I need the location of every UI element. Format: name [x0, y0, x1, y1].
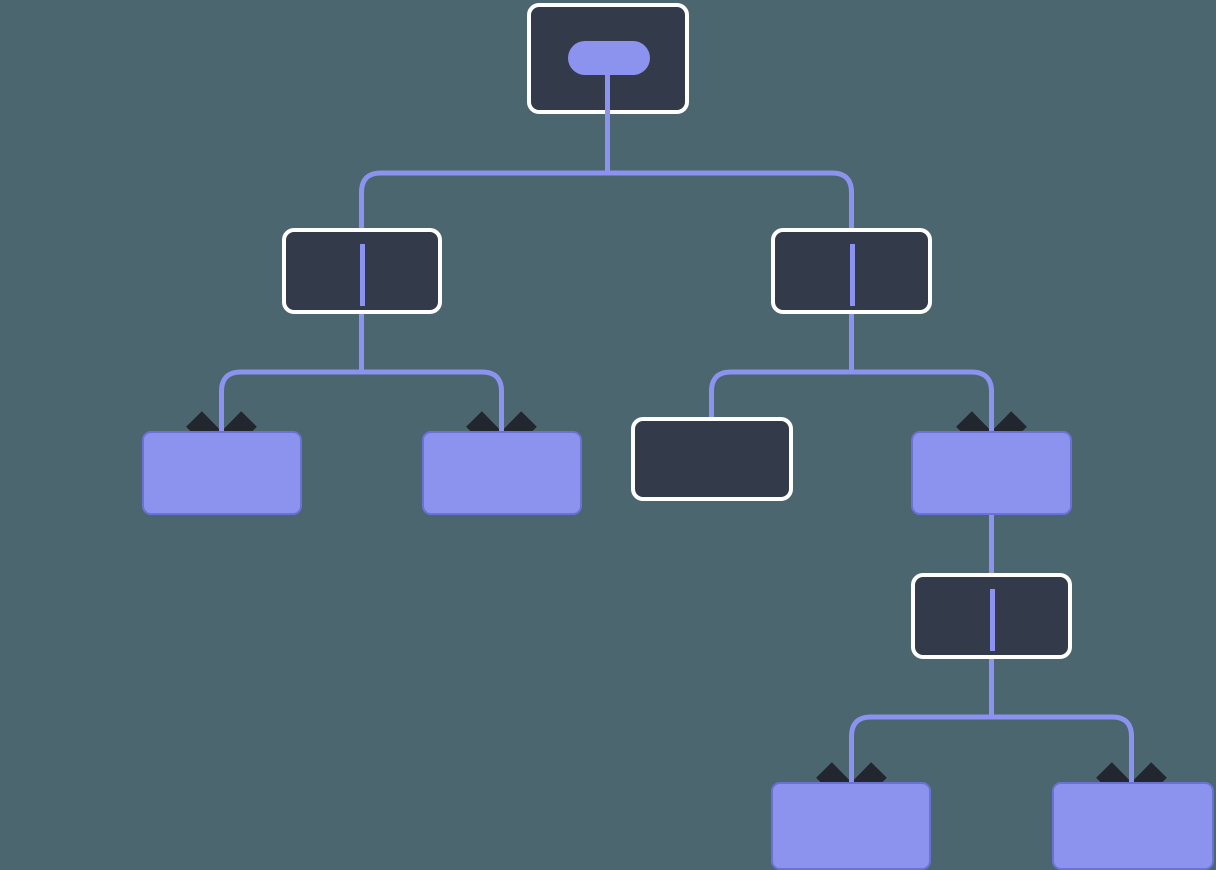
edge-root-to-level2-left — [359, 170, 608, 228]
edge-level2-right-to-leaf-c — [709, 369, 852, 418]
root-pill-indicator — [568, 41, 650, 75]
level2-right-inner-line — [849, 244, 855, 306]
edge-root-to-level2-right — [607, 170, 854, 228]
branch-node-d[interactable] — [911, 431, 1072, 515]
root-node[interactable] — [527, 3, 689, 117]
level4-node[interactable] — [911, 573, 1072, 659]
leaf-node-f[interactable] — [1052, 782, 1214, 870]
leaf-node-e[interactable] — [771, 782, 931, 870]
level4-inner-line — [989, 589, 995, 651]
leaf-node-a[interactable] — [142, 431, 302, 515]
level2-left-node[interactable] — [282, 228, 442, 314]
root-stem — [605, 71, 610, 117]
leaf-node-b[interactable] — [422, 431, 582, 515]
level2-right-node[interactable] — [771, 228, 932, 314]
dark-leaf-node-c[interactable] — [631, 417, 793, 501]
level2-left-inner-line — [359, 244, 365, 306]
